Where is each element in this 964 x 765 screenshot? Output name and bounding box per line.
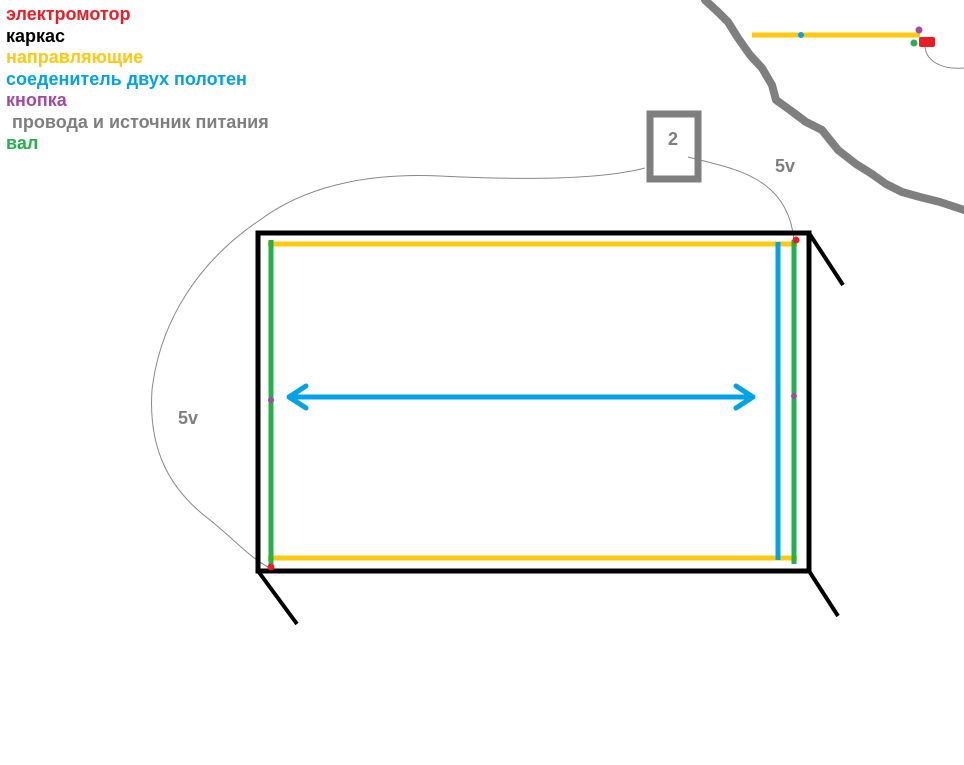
thick-wire	[701, 0, 964, 214]
wire-mini	[924, 44, 964, 69]
voltage-label-top: 5v	[775, 156, 795, 176]
motor-bottom-left	[267, 563, 275, 571]
mini-connector	[798, 32, 804, 38]
button-right	[791, 393, 797, 399]
wire-right	[687, 156, 795, 241]
power-box-number: 2	[668, 129, 678, 149]
legend-connector: соеденитель двух полотен	[6, 68, 247, 89]
mini-shaft	[910, 39, 918, 47]
legend: электромотор каркас направляющие соедени…	[6, 4, 269, 155]
power-box	[646, 110, 702, 183]
connector-arrow-head-right	[733, 383, 756, 411]
frame-leg-bottom-right	[807, 569, 840, 618]
frame-leg-bottom-left	[256, 569, 299, 626]
frame-leg-top-right	[807, 231, 845, 287]
voltage-label-left: 5v	[178, 408, 198, 428]
frame-rect	[255, 230, 812, 574]
legend-motor: электромотор	[6, 4, 131, 24]
motor-top-right	[792, 236, 800, 244]
button-left	[268, 397, 274, 403]
legend-button: кнопка	[6, 90, 67, 110]
mini-motor	[919, 37, 935, 47]
wire-left-loop	[151, 167, 646, 569]
legend-wires: провода и источник питания	[12, 111, 269, 132]
legend-frame: каркас	[6, 25, 66, 46]
connector-arrow-head-left	[286, 383, 309, 411]
legend-guides: направляющие	[6, 47, 144, 67]
mini-button	[915, 26, 923, 34]
legend-shaft: вал	[6, 133, 39, 153]
